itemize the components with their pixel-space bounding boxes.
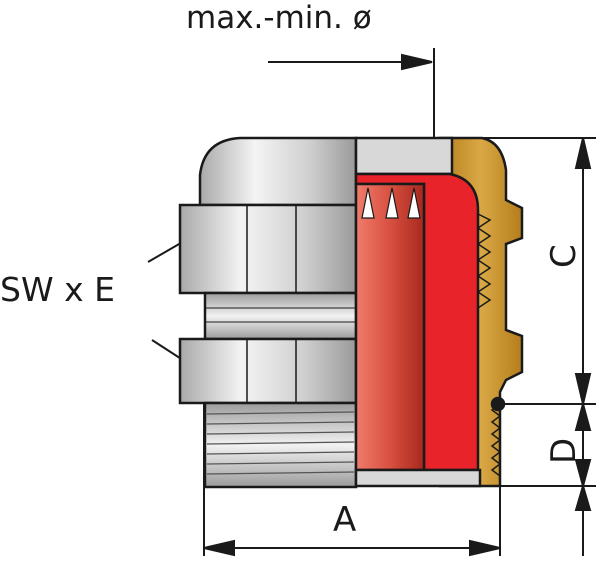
diameter-label: max.-min. ø <box>186 0 372 36</box>
thread-lines <box>206 411 355 475</box>
dimension-a-label: A <box>333 500 357 540</box>
dimension-d-label: D <box>544 437 584 464</box>
gland-exterior <box>178 136 358 489</box>
wrench-size-label: SW x E <box>0 270 115 309</box>
dimension-c-label: C <box>544 244 584 268</box>
gland-section <box>354 136 524 488</box>
